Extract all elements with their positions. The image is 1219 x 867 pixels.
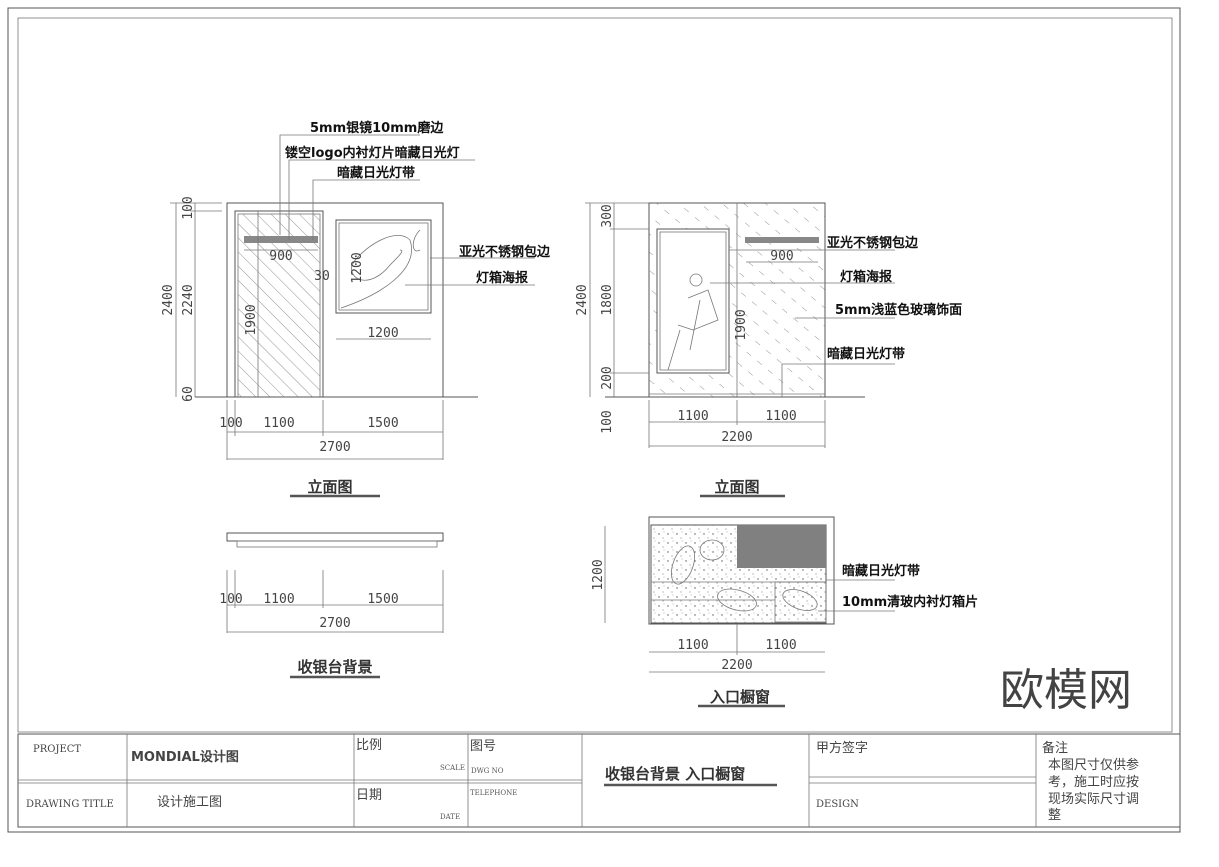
figure-sketch [667,273,719,371]
dim-total: 2700 [319,616,350,631]
dim-logo-width: 900 [770,249,793,264]
title-block: PROJECT MONDIAL设计图 比例 SCALE 图号 DWG NO DR… [17,733,1181,828]
project-label: PROJECT [33,744,81,755]
dim-height-total: 2400 [161,284,176,315]
dim-w1: 1100 [677,638,708,653]
callout-logo: 镂空logo内衬灯片暗藏日光灯 [284,145,460,161]
callout-light-strip: 暗藏日光灯带 [842,563,920,579]
dim-w1: 1100 [677,409,708,424]
drawing-title-value: 设计施工图 [157,795,222,810]
scale-sub: SCALE [440,764,465,772]
sheet-title: 收银台背景 入口橱窗 [605,765,745,783]
date-sub: DATE [440,813,460,821]
remarks-label: 备注 [1042,740,1068,756]
callout-glass-lightbox: 10mm清玻内衬灯箱片 [842,594,978,610]
poster-lightbox [335,219,432,314]
callout-light-strip: 暗藏日光灯带 [827,346,905,362]
design-label: DESIGN [816,799,859,810]
dim-w2: 1100 [263,592,294,607]
dim-height-inner: 2240 [181,284,196,315]
dim-total: 2200 [721,658,752,673]
callout-light-strip: 暗藏日光灯带 [337,165,415,181]
dim-gap: 30 [314,269,330,284]
view-title: 立面图 [714,478,759,496]
outer-border [7,7,1181,833]
left-elevation: 5mm银镜10mm磨边 镂空logo内衬灯片暗藏日光灯 暗藏日光灯带 亚光不锈钢… [161,120,551,498]
drawing-title-label: DRAWING TITLE [26,799,114,810]
poster-graphic [340,229,421,309]
dim-w3: 1500 [367,592,398,607]
callout-glass: 5mm浅蓝色玻璃饰面 [835,302,962,318]
dim-b2: 100 [600,410,615,433]
telephone-label: TELEPHONE [470,789,517,797]
dim-poster-height: 1200 [350,252,365,283]
dim-total: 2200 [721,430,752,445]
dim-w1: 100 [219,592,242,607]
dwg-sub: DWG NO [471,767,504,775]
dim-glass-height: 1900 [734,309,749,340]
dim-w2: 1100 [765,409,796,424]
scale-label: 比例 [356,738,382,753]
dim-mid: 1800 [600,284,615,315]
dim-logo-width: 900 [269,249,292,264]
callout-poster: 灯箱海报 [840,269,893,285]
callout-mirror: 5mm银镜10mm磨边 [310,120,444,136]
dim-w3: 1500 [367,416,398,431]
project-value: MONDIAL设计图 [131,749,239,765]
client-sign-label: 甲方签字 [816,740,868,756]
left-plan: 100 1100 1500 2700 收银台背景 [219,532,444,679]
poster-window [656,228,730,374]
view-title: 立面图 [307,478,352,496]
view-title: 收银台背景 [297,658,372,676]
dim-top: 300 [600,204,615,227]
view-title: 入口橱窗 [710,688,770,706]
watermark-logo: 欧模网 [1000,665,1132,716]
date-label: 日期 [356,788,382,803]
logo-strip [745,237,819,243]
mirror-hatch [237,213,321,398]
remarks-line: 本图尺寸仅供参 [1048,757,1139,773]
dim-w2: 1100 [263,416,294,431]
right-elevation: 亚光不锈钢包边 灯箱海报 5mm浅蓝色玻璃饰面 暗藏日光灯带 2400 300 … [575,202,962,498]
callout-steel-edge: 亚光不锈钢包边 [459,244,551,260]
dim-poster-width: 1200 [367,326,398,341]
dim-bottom: 60 [181,386,196,402]
dim-w2: 1100 [765,638,796,653]
dim-depth: 1200 [591,559,606,590]
right-plan: 暗藏日光灯带 10mm清玻内衬灯箱片 1200 1100 1100 2200 入… [591,516,978,708]
remarks-line: 考，施工时应按 [1048,774,1139,790]
callout-steel-edge: 亚光不锈钢包边 [827,235,919,251]
dim-total: 2700 [319,440,350,455]
dark-block [737,525,826,568]
dim-height-total: 2400 [575,284,590,315]
remarks-line: 整 [1048,808,1061,823]
dim-w1: 100 [219,416,242,431]
dim-b1: 200 [600,366,615,389]
logo-strip [244,236,318,243]
dim-door-height: 1900 [244,304,259,335]
dim-top: 100 [181,196,196,219]
callout-poster: 灯箱海报 [476,270,529,286]
dwg-label: 图号 [470,739,496,754]
remarks-line: 现场实际尺寸调 [1048,792,1139,807]
inner-border [17,17,1173,733]
